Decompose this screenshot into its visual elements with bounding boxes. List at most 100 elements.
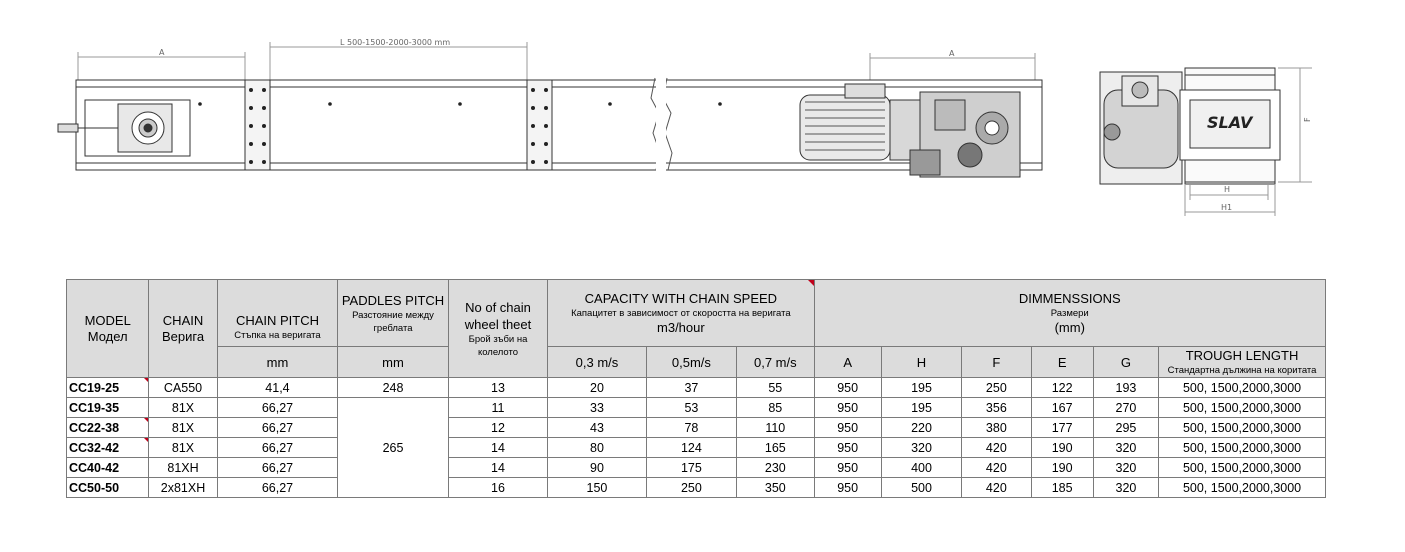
- cell-dim-f: 380: [961, 417, 1032, 438]
- cell-chain-pitch: 66,27: [216, 477, 339, 498]
- cell-paddles-pitch: 248: [337, 377, 449, 398]
- cell-capacity-3: 85: [736, 397, 815, 418]
- cell-dim-a: 950: [813, 377, 882, 398]
- cell-paddles-pitch-merged: 265: [337, 397, 449, 498]
- cell-chain: 81X: [148, 437, 218, 458]
- cell-capacity-2: 124: [645, 437, 738, 458]
- cell-dim-e: 190: [1030, 437, 1094, 458]
- cell-capacity-2: 250: [645, 477, 738, 498]
- header-capacity: CAPACITY WITH CHAIN SPEED Капацитет в за…: [547, 279, 815, 347]
- cell-trough-length: 500, 1500,2000,3000: [1158, 457, 1326, 478]
- header-paddles-pitch: PADDLES PITCH Разстояние между греблата: [337, 279, 449, 347]
- cell-dim-a: 950: [813, 397, 882, 418]
- cell-dim-g: 320: [1092, 437, 1160, 458]
- header-col-f: F: [961, 346, 1032, 378]
- cell-dim-h: 500: [880, 477, 963, 498]
- dim-length-label: L 500-1500-2000-3000 mm: [340, 38, 450, 47]
- cell-trough-length: 500, 1500,2000,3000: [1158, 397, 1326, 418]
- header-trough-length: TROUGH LENGTH Стандартна дължина на кори…: [1158, 346, 1326, 378]
- cell-capacity-2: 53: [645, 397, 738, 418]
- cell-dim-h: 400: [880, 457, 963, 478]
- cell-model: CC40-42: [65, 457, 150, 478]
- cell-dim-a: 950: [813, 417, 882, 438]
- header-teeth: No of chain wheel theet Брой зъби на кол…: [447, 279, 549, 378]
- cell-model: CC19-25: [65, 377, 150, 398]
- cell-dim-e: 122: [1030, 377, 1094, 398]
- cell-trough-length: 500, 1500,2000,3000: [1158, 477, 1326, 498]
- cell-capacity-2: 37: [645, 377, 738, 398]
- cell-dim-g: 270: [1092, 397, 1160, 418]
- cell-dim-a: 950: [813, 437, 882, 458]
- comment-marker: [144, 438, 148, 445]
- cell-chain-pitch: 66,27: [216, 457, 339, 478]
- cell-capacity-3: 165: [736, 437, 815, 458]
- cell-dim-e: 190: [1030, 457, 1094, 478]
- cell-capacity-1: 150: [547, 477, 647, 498]
- header-speed-3: 0,7 m/s: [736, 346, 815, 378]
- cell-capacity-3: 55: [736, 377, 815, 398]
- cell-model: CC19-35: [65, 397, 150, 418]
- cell-chain-pitch: 66,27: [216, 437, 339, 458]
- comment-marker: [807, 280, 813, 286]
- cell-capacity-2: 175: [645, 457, 738, 478]
- cell-chain: 81X: [148, 397, 218, 418]
- dim-a-left-label: A: [159, 48, 165, 57]
- cell-teeth: 11: [447, 397, 549, 418]
- cell-dim-h: 195: [880, 377, 963, 398]
- cell-model: CC22-38: [65, 417, 150, 438]
- cell-chain: CA550: [148, 377, 218, 398]
- header-speed-1: 0,3 m/s: [547, 346, 647, 378]
- cell-dim-g: 193: [1092, 377, 1160, 398]
- cell-capacity-3: 350: [736, 477, 815, 498]
- cell-dim-f: 420: [961, 477, 1032, 498]
- header-col-e: E: [1030, 346, 1094, 378]
- cell-capacity-1: 80: [547, 437, 647, 458]
- header-paddles-pitch-unit: mm: [337, 346, 449, 378]
- dim-h-label: H: [1224, 185, 1230, 194]
- cell-dim-e: 167: [1030, 397, 1094, 418]
- cell-chain-pitch: 66,27: [216, 397, 339, 418]
- comment-marker: [144, 418, 148, 425]
- header-model: MODEL Модел: [65, 279, 150, 378]
- header-col-g: G: [1092, 346, 1160, 378]
- cell-capacity-3: 110: [736, 417, 815, 438]
- cell-capacity-1: 33: [547, 397, 647, 418]
- cell-dim-e: 185: [1030, 477, 1094, 498]
- spec-table: MODEL Модел CHAIN Верига CHAIN PITCH Стъ…: [65, 279, 1326, 498]
- cell-chain: 81XH: [148, 457, 218, 478]
- cell-dim-h: 220: [880, 417, 963, 438]
- cell-teeth: 13: [447, 377, 549, 398]
- dim-a-right-label: A: [949, 49, 955, 58]
- comment-marker: [144, 378, 148, 385]
- cell-dim-f: 250: [961, 377, 1032, 398]
- cell-chain: 81X: [148, 417, 218, 438]
- header-speed-2: 0,5m/s: [645, 346, 738, 378]
- cell-chain-pitch: 66,27: [216, 417, 339, 438]
- conveyor-drawing: A L 500-1500-2000-3000 mm A SLAV F H H1: [57, 38, 1312, 216]
- cell-trough-length: 500, 1500,2000,3000: [1158, 437, 1326, 458]
- cell-teeth: 14: [447, 437, 549, 458]
- header-dimensions: DIMMENSSIONS Размери (mm): [813, 279, 1326, 347]
- cell-dim-a: 950: [813, 477, 882, 498]
- header-chain-pitch-unit: mm: [216, 346, 339, 378]
- cell-capacity-1: 43: [547, 417, 647, 438]
- cell-dim-g: 320: [1092, 457, 1160, 478]
- cell-dim-f: 420: [961, 457, 1032, 478]
- header-chain: CHAIN Верига: [148, 279, 218, 378]
- cell-dim-f: 420: [961, 437, 1032, 458]
- header-col-h: H: [880, 346, 963, 378]
- cell-dim-h: 195: [880, 397, 963, 418]
- cell-capacity-2: 78: [645, 417, 738, 438]
- cell-teeth: 12: [447, 417, 549, 438]
- cell-dim-e: 177: [1030, 417, 1094, 438]
- cell-dim-g: 295: [1092, 417, 1160, 438]
- cell-capacity-1: 20: [547, 377, 647, 398]
- cell-model: CC32-42: [65, 437, 150, 458]
- cell-dim-g: 320: [1092, 477, 1160, 498]
- dim-f-label: F: [1303, 117, 1312, 122]
